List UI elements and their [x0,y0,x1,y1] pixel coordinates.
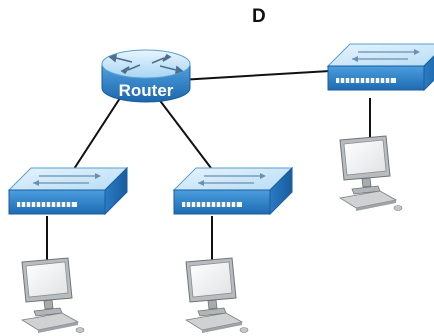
link-router-switch-left [71,94,123,173]
switch-middle-icon [173,167,293,215]
switch-left-icon [8,167,128,215]
desktop-computer-icon-middle [185,257,249,334]
network-links [46,70,371,262]
diagram-label: D [252,6,266,27]
router-label: Router [119,81,174,100]
link-router-switch-right [179,70,331,81]
desktop-computer-icon-left [21,257,85,334]
router-icon: Router [101,49,191,103]
link-router-switch-middle [157,97,215,173]
switch-right-icon [327,43,434,91]
desktop-computer-icon-right [339,135,403,212]
